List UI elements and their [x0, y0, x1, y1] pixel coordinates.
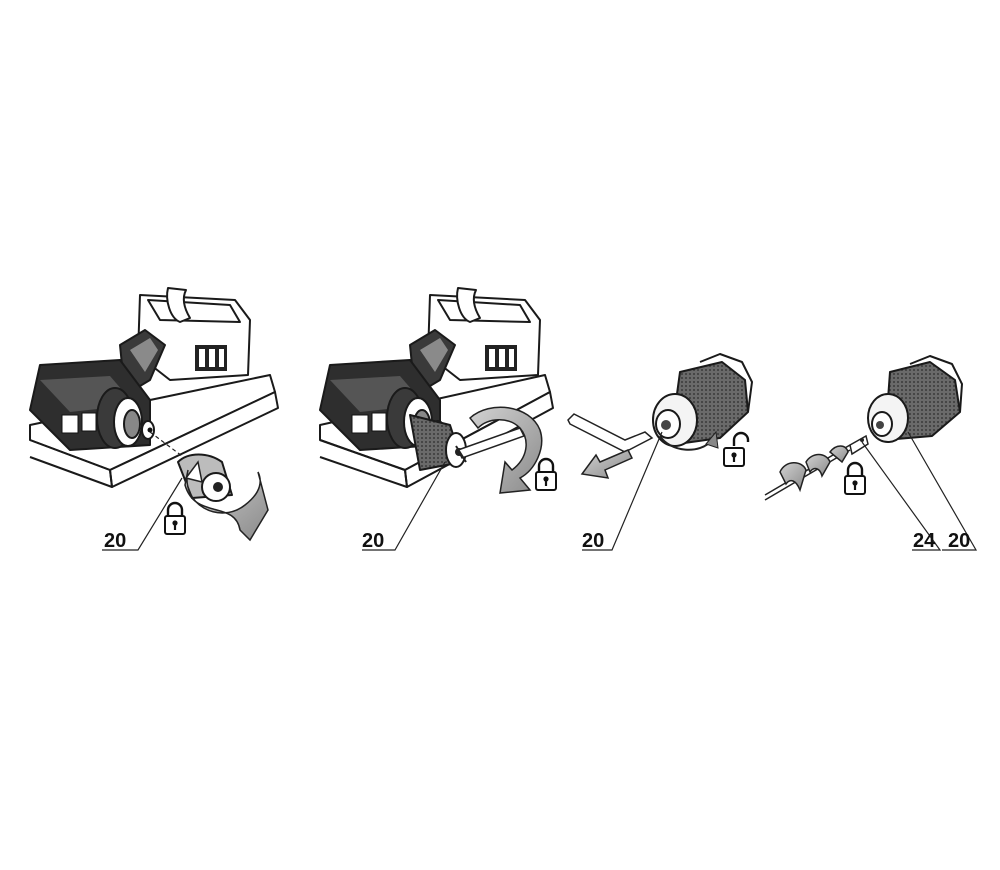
- rotate-arrow-icon: [779, 445, 849, 493]
- lock-closed-icon: [163, 501, 187, 536]
- chuck: [652, 353, 753, 451]
- lock-open-icon: [722, 431, 750, 468]
- rotate-arrow-icon: [468, 406, 543, 494]
- pull-arrow-icon: [580, 449, 634, 479]
- step-3-panel: 20: [567, 353, 753, 552]
- chuck-closeup: [177, 453, 233, 502]
- part-label-20: 20: [104, 530, 126, 552]
- step-1-panel: 20: [29, 287, 279, 552]
- hex-key: [567, 413, 654, 453]
- step-2-panel: 20: [319, 287, 558, 552]
- part-label-20: 20: [582, 530, 604, 552]
- lock-closed-icon: [534, 457, 558, 492]
- part-label-20: 20: [948, 530, 970, 552]
- step-4-panel: 24 20: [764, 355, 978, 552]
- part-label-20: 20: [362, 530, 384, 552]
- lock-closed-icon: [843, 461, 867, 496]
- part-label-24: 24: [913, 530, 936, 552]
- rotate-arrow-icon: [184, 460, 269, 542]
- chuck: [867, 355, 963, 443]
